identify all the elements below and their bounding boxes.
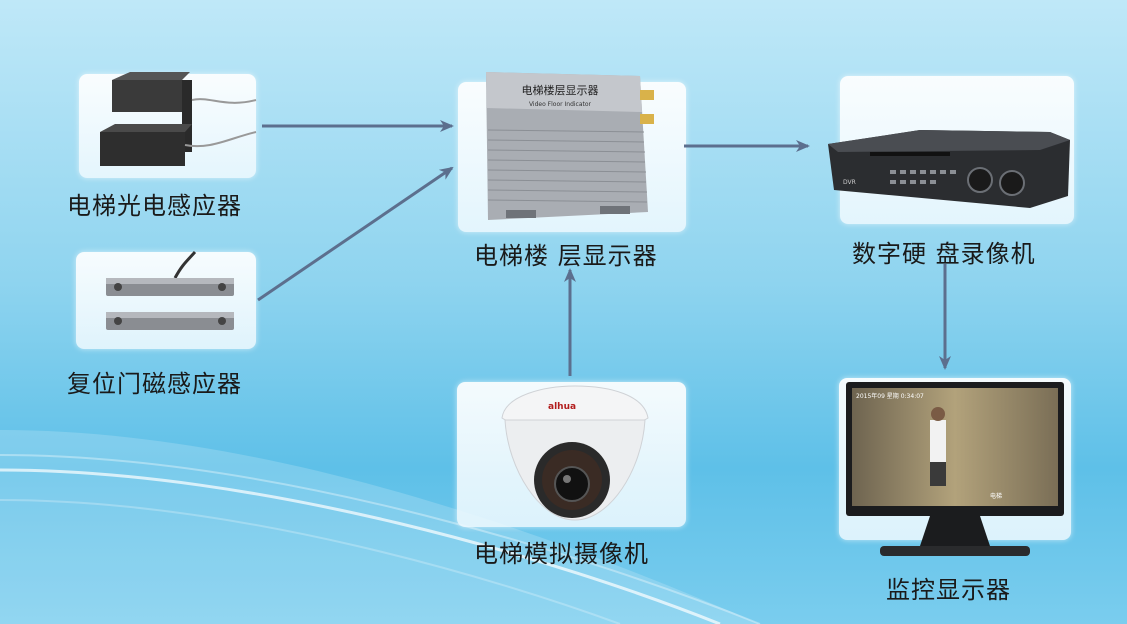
camera-label: 电梯模拟摄像机 (474, 540, 649, 568)
door-sensor-tile (76, 252, 256, 349)
monitor-label: 监控显示器 (886, 576, 1011, 604)
monitor-osd-bottom: 电梯 (990, 492, 1002, 500)
monitor-osd-top: 2015年09 星期 0:34:07 (856, 392, 924, 400)
camera-brand: alhua (548, 402, 576, 412)
photo-sensor-label: 电梯光电感应器 (67, 192, 242, 220)
arrow-door-sensor-to-display (257, 166, 454, 302)
door-sensor-label: 复位门磁感应器 (67, 370, 242, 398)
floor-display-label: 电梯楼 层显示器 (474, 242, 658, 270)
device-subtitle: Video Floor Indicator (529, 101, 592, 108)
device-title: 电梯楼层显示器 (522, 83, 599, 97)
dvr-badge: DVR (843, 179, 856, 186)
dvr-label: 数字硬 盘录像机 (852, 240, 1036, 268)
